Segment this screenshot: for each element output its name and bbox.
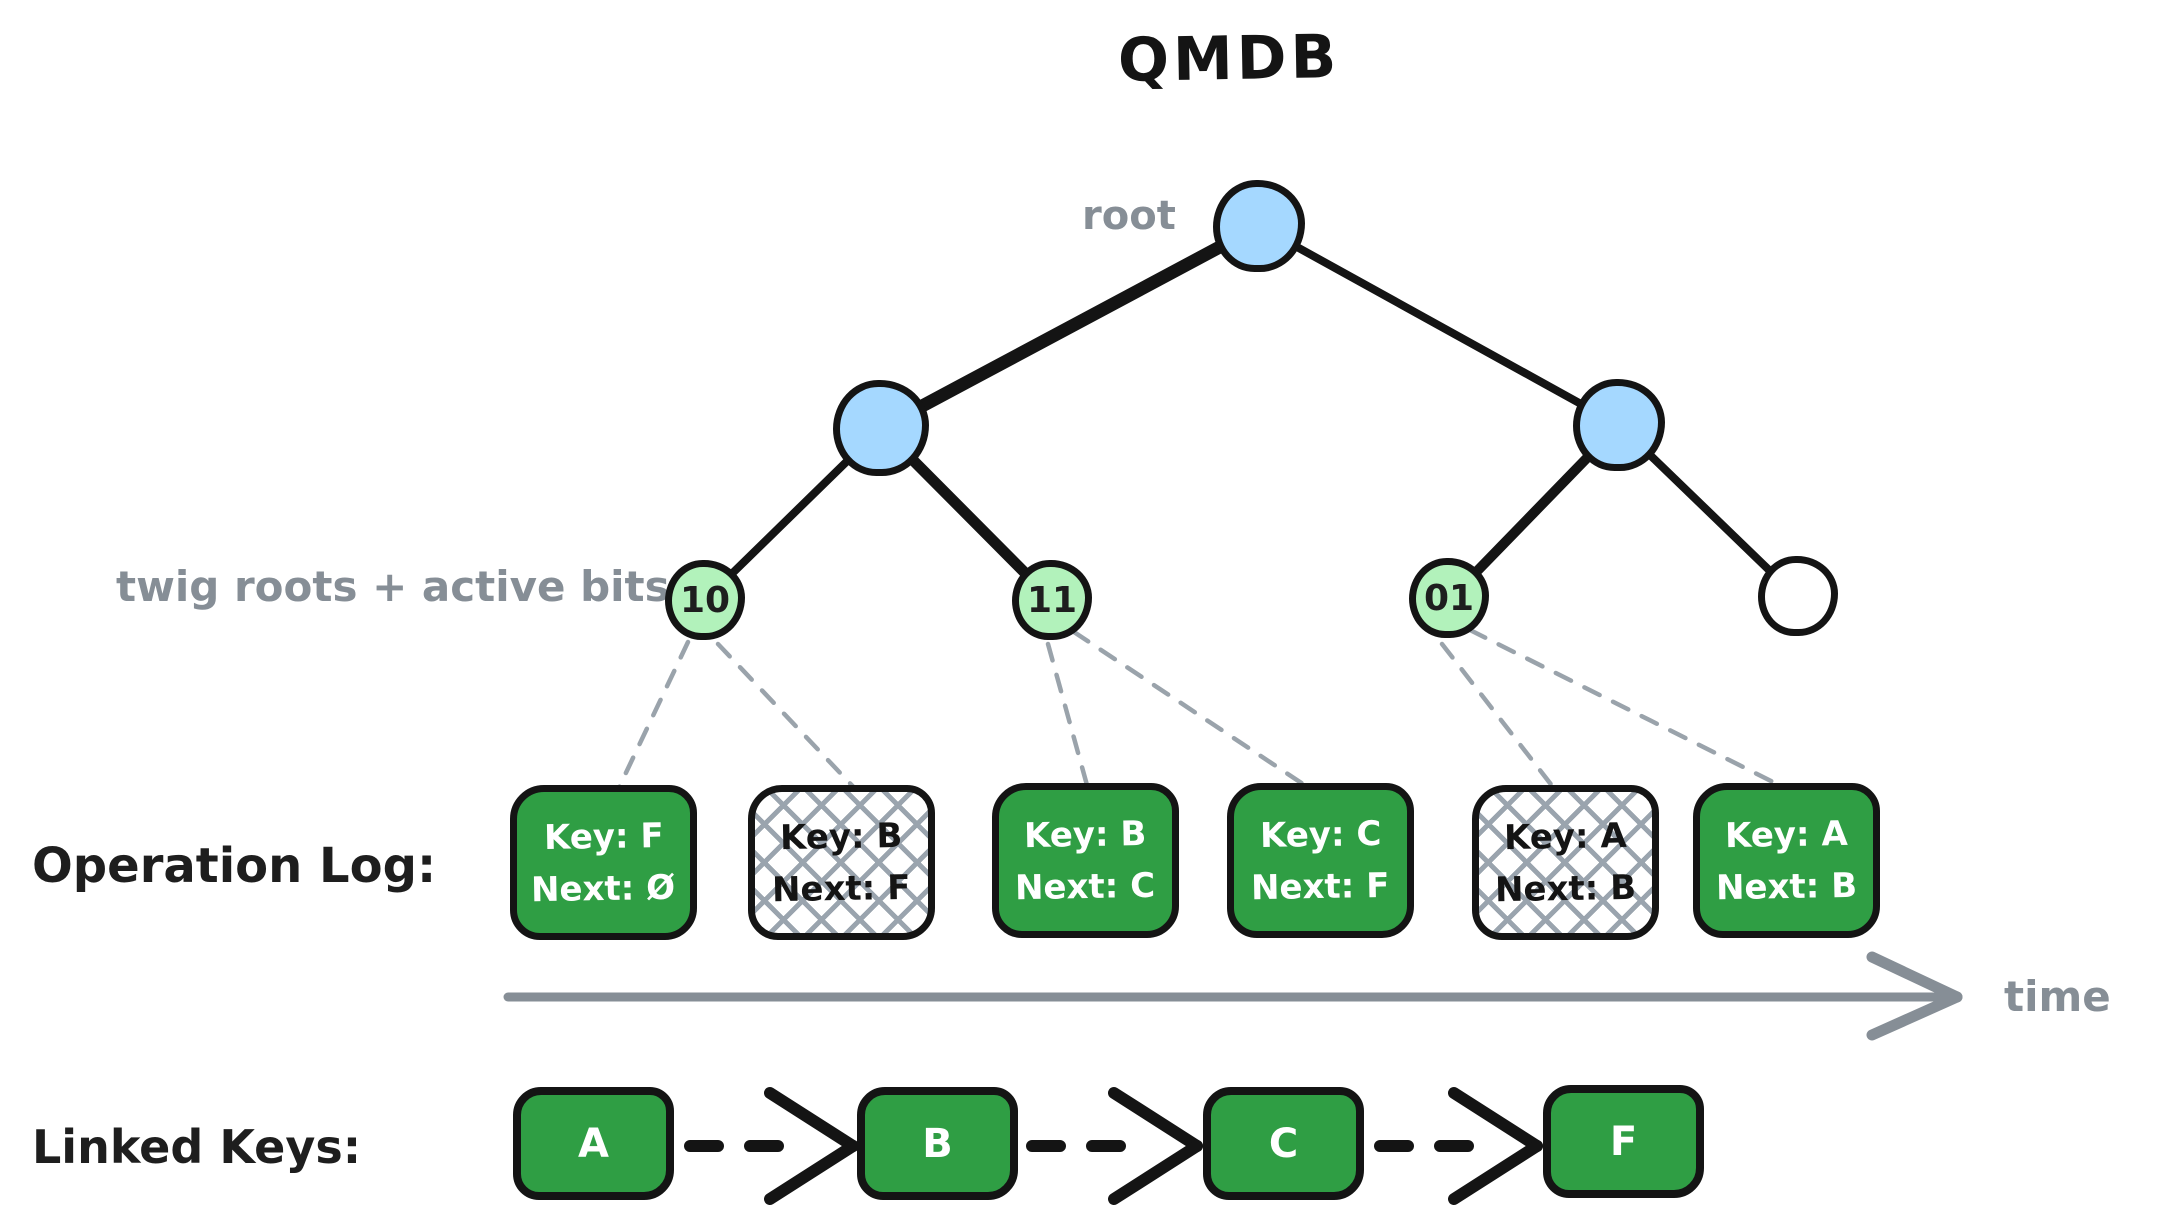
time-arrow-head-upper xyxy=(1866,951,1963,1003)
op-log-entry-3-next: Next: C xyxy=(1015,865,1156,908)
twig-node-01: 01 xyxy=(1409,558,1489,638)
op-log-entry-3: Key: B Next: C xyxy=(992,783,1179,938)
internal-node-right xyxy=(1573,379,1665,471)
op-log-entry-6-next: Next: B xyxy=(1715,865,1858,908)
op-log-entry-4-next: Next: F xyxy=(1250,865,1391,908)
linked-key-a: A xyxy=(513,1087,674,1200)
twig-node-01-label: 01 xyxy=(1423,577,1475,619)
op-log-entry-5-next: Next: B xyxy=(1494,867,1637,910)
empty-twig-node xyxy=(1758,556,1838,636)
linked-key-f: F xyxy=(1543,1085,1704,1198)
op-log-entry-4-key: Key: C xyxy=(1259,813,1382,856)
twig-connector-01-op6 xyxy=(1467,627,1796,795)
twig-connector-11-op4 xyxy=(1071,629,1318,795)
op-log-entry-4: Key: C Next: F xyxy=(1227,783,1414,938)
linked-key-a-label: A xyxy=(578,1120,609,1167)
linked-arrow-1-head-lower xyxy=(764,1140,859,1205)
op-log-entry-5-stale: Key: A Next: B xyxy=(1472,785,1659,940)
linked-key-c-label: C xyxy=(1268,1120,1299,1167)
twig-node-11: 11 xyxy=(1012,560,1092,640)
twig-annotation-label: twig roots + active bits xyxy=(116,562,670,611)
root-node xyxy=(1213,180,1305,272)
internal-node-left xyxy=(833,380,929,476)
twig-connector-01-op5 xyxy=(1439,641,1563,799)
linked-arrow-2-head-lower xyxy=(1108,1140,1203,1205)
linked-key-b-label: B xyxy=(922,1120,953,1167)
op-log-entry-1: Key: F Next: Ø xyxy=(510,785,697,940)
op-log-entry-3-key: Key: B xyxy=(1023,813,1147,856)
op-log-entry-1-key: Key: F xyxy=(543,815,664,858)
twig-node-11-label: 11 xyxy=(1026,579,1078,621)
time-label: time xyxy=(2004,972,2111,1021)
linked-key-f-label: F xyxy=(1609,1118,1638,1165)
linked-arrow-1-head-upper xyxy=(764,1087,859,1152)
op-log-entry-5-key: Key: A xyxy=(1503,815,1628,858)
linked-arrow-3-head-upper xyxy=(1448,1087,1543,1152)
tree-edge-root-right xyxy=(1255,222,1623,429)
twig-connector-10-op1 xyxy=(611,639,691,801)
twig-node-10: 10 xyxy=(665,560,745,640)
root-label: root xyxy=(1082,193,1176,239)
op-log-entry-1-next: Next: Ø xyxy=(531,867,676,910)
twig-connector-10-op2 xyxy=(715,641,865,799)
op-log-entry-2-next: Next: F xyxy=(771,867,912,910)
tree-edge-root-left xyxy=(874,219,1266,435)
op-log-entry-6: Key: A Next: B xyxy=(1693,783,1880,938)
op-log-entry-6-key: Key: A xyxy=(1724,813,1849,856)
op-log-entry-2-stale: Key: B Next: F xyxy=(748,785,935,940)
op-log-entry-2-key: Key: B xyxy=(779,815,903,858)
linked-key-c: C xyxy=(1203,1087,1364,1200)
page-title: QMDB xyxy=(1117,22,1341,96)
time-arrow-head-lower xyxy=(1866,991,1963,1041)
linked-keys-label: Linked Keys: xyxy=(32,1120,362,1174)
linked-arrow-3-head-lower xyxy=(1448,1140,1543,1205)
twig-node-10-label: 10 xyxy=(679,579,731,621)
linked-key-b: B xyxy=(857,1087,1018,1200)
operation-log-label: Operation Log: xyxy=(32,838,437,894)
linked-arrow-2-head-upper xyxy=(1108,1087,1203,1152)
twig-connector-11-op3 xyxy=(1045,641,1093,799)
